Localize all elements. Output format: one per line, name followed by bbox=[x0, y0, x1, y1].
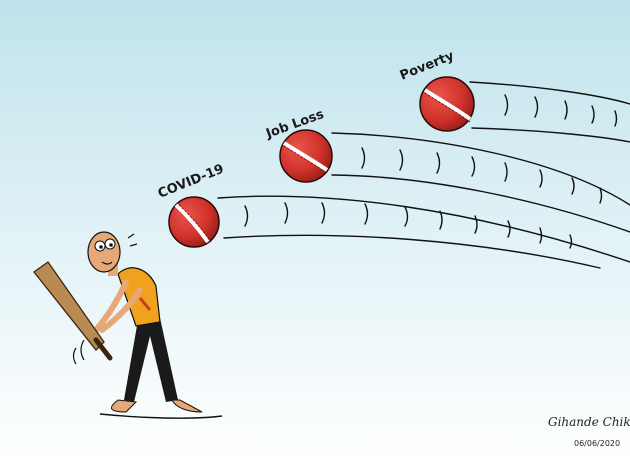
batsman-figure bbox=[33, 231, 223, 419]
motion-trails bbox=[217, 81, 630, 269]
artist-signature: Gihande Chikera bbox=[548, 415, 630, 429]
ball-covid-19 bbox=[168, 196, 220, 248]
signature-date: 06/06/2020 bbox=[574, 439, 620, 448]
ball-job-loss bbox=[279, 129, 333, 183]
ball-poverty bbox=[419, 76, 475, 132]
